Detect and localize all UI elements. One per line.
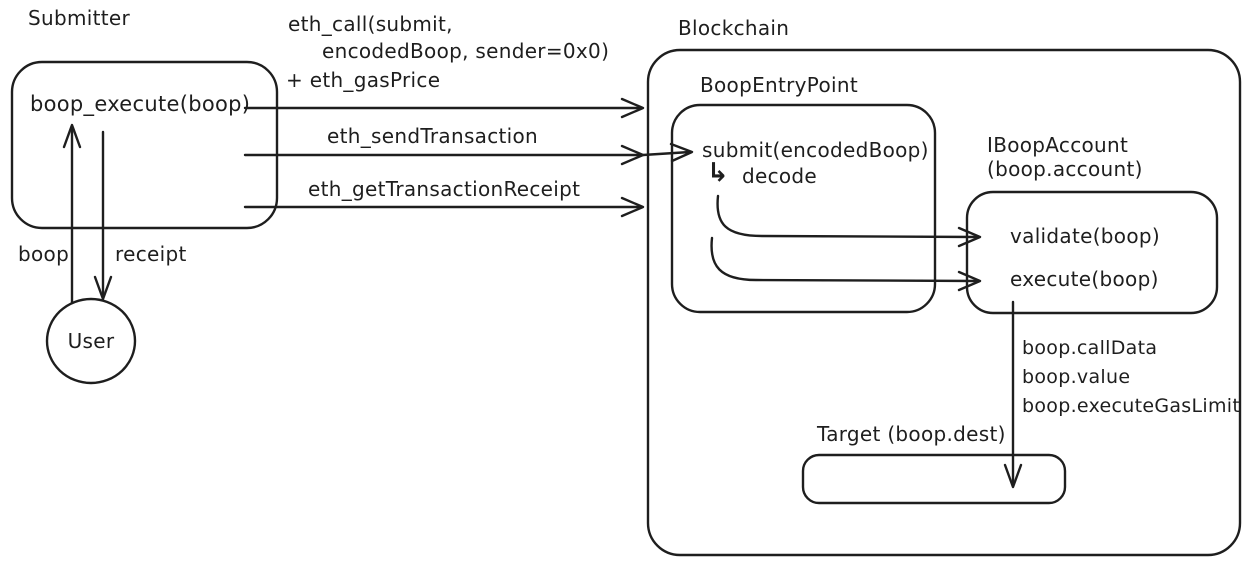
eth-sendtransaction-arrow	[243, 142, 694, 166]
boop-arrow	[62, 123, 82, 305]
decode-label: decode	[742, 164, 818, 188]
target-box	[801, 453, 1067, 505]
blockchain-title: Blockchain	[678, 16, 790, 40]
eth-gettransactionreceipt-arrow	[243, 196, 645, 218]
eth-sendtransaction-label: eth_sendTransaction	[327, 124, 539, 148]
user-circle	[45, 297, 137, 385]
execute-to-target-arrow	[1003, 300, 1023, 489]
elbow-arrow-icon: ↳	[707, 158, 729, 188]
submitter-box	[10, 60, 279, 230]
boop-value-label: boop.value	[1022, 366, 1131, 388]
execute-label: execute(boop)	[1010, 267, 1159, 291]
blockchain-box	[646, 48, 1242, 557]
eth-gettransactionreceipt-label: eth_getTransactionReceipt	[308, 177, 581, 201]
decode-to-execute-arrow	[710, 236, 982, 292]
boop-calldata-label: boop.callData	[1022, 337, 1158, 359]
iboopaccount-box	[965, 190, 1219, 315]
boop-execute-label: boop_execute(boop)	[30, 92, 251, 116]
boopentrypoint-box	[670, 103, 937, 314]
user-label: User	[67, 329, 115, 353]
submit-label: submit(encodedBoop)	[702, 138, 929, 162]
boopentrypoint-title: BoopEntryPoint	[700, 73, 858, 97]
iboopaccount-title-line1: IBoopAccount	[987, 133, 1129, 157]
eth-call-label-line1: eth_call(submit,	[288, 12, 453, 36]
validate-label: validate(boop)	[1010, 224, 1160, 248]
submitter-title: Submitter	[28, 6, 131, 30]
target-title: Target (boop.dest)	[817, 422, 1006, 446]
eth-call-label-line2: encodedBoop, sender=0x0)	[322, 39, 610, 63]
receipt-arrow	[93, 130, 113, 301]
eth-gasprice-label: + eth_gasPrice	[286, 68, 441, 92]
decode-to-validate-arrow	[716, 194, 982, 248]
boop-executegaslimit-label: boop.executeGasLimit	[1022, 395, 1241, 417]
receipt-label: receipt	[115, 242, 187, 266]
eth-call-arrow	[243, 97, 645, 119]
boop-label: boop	[18, 242, 70, 266]
iboopaccount-title-line2: (boop.account)	[987, 157, 1143, 181]
